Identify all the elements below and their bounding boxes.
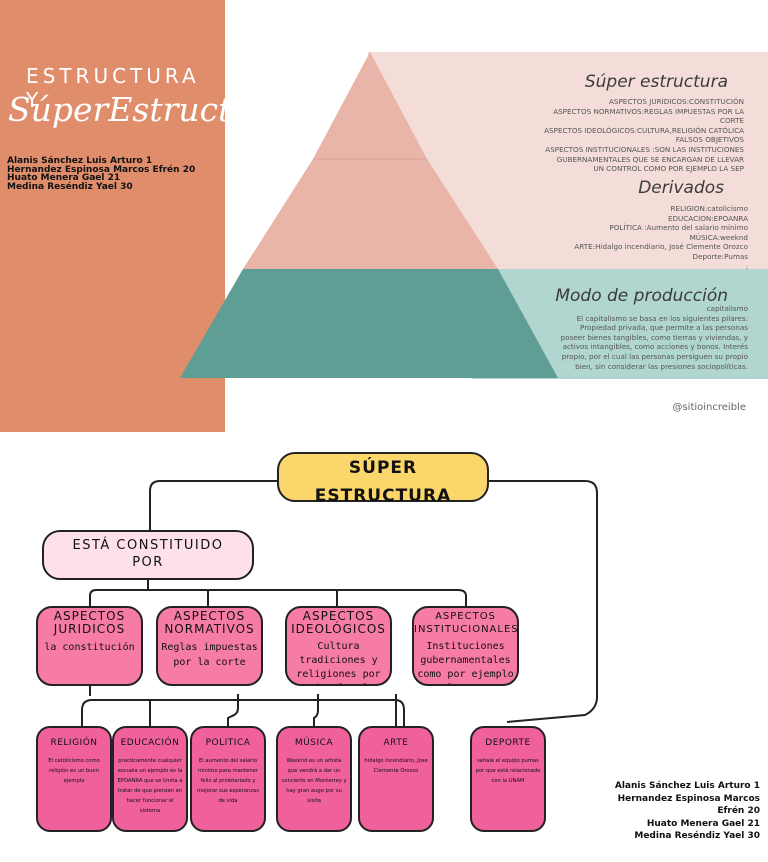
aspect-node-institucionales: ASPECTOS INSTITUCIONALES Instituciones g…: [412, 606, 519, 686]
aspect-title: ASPECTOS NORMATIVOS: [164, 609, 255, 636]
author-name: Medina Reséndiz Yael 30: [634, 831, 760, 841]
aspect-node-normativos: ASPECTOS NORMATIVOS Reglas impuestas por…: [156, 606, 263, 686]
constituted-by-node: ESTÁ CONSTITUIDO POR: [42, 530, 254, 580]
author-name: Alanis Sánchez Luis Arturo 1: [7, 156, 153, 166]
aspect-description: Cultura tradiciones y religiones por eje…: [296, 641, 381, 684]
leaf-title: EDUCACIÓN: [120, 738, 180, 748]
leaf-description: El aumento del salario minimo para mante…: [197, 758, 259, 804]
pyramid-tier-bottom: [180, 269, 558, 378]
label-line: POR: [132, 555, 164, 570]
leaf-title: ARTE: [383, 738, 409, 748]
author-name: Efrén 20: [717, 806, 760, 816]
leaf-node-religion: RELIGIÓN El catolicismo como religión es…: [36, 726, 112, 832]
leaf-title: RELIGIÓN: [50, 738, 98, 748]
section-title-superstructure: Súper estructura: [584, 72, 728, 92]
super-structure-label: SÚPER ESTRUCTURA: [314, 458, 452, 506]
section-text-derived: RELIGION:catolicismo EDUCACION:EPOANRA P…: [518, 204, 748, 271]
slide-title-line2: SúperEstructura: [8, 90, 289, 129]
text-line: propio, por el cual las personas persigu…: [561, 351, 748, 361]
leaf-node-educacion: EDUCACIÓN practicamente cualquier escuel…: [112, 726, 188, 832]
title-panel: ESTRUCTURA Y SúperEstructura Alanis Sánc…: [0, 0, 288, 432]
text-line: Deporte:Pumas: [692, 251, 748, 261]
author-name: Alanis Sánchez Luis Arturo 1: [614, 781, 760, 791]
text-line: poseer bienes tangibles, como tierras y …: [560, 332, 748, 342]
leaf-description: señale el equipo pumas por que está rela…: [475, 758, 541, 784]
leaf-node-deporte: DEPORTE señale el equipo pumas por que e…: [470, 726, 546, 832]
leaf-description: Weeknd es un artista que vendrá a dar un…: [281, 758, 347, 804]
connector-lines: [81, 480, 598, 726]
text-line: :: [745, 261, 748, 271]
text-line: El capitalismo se basa en los siguientes…: [576, 313, 748, 323]
leaf-node-politica: POLITICA El aumento del salario minimo p…: [190, 726, 266, 832]
leaf-title: MÚSICA: [294, 738, 334, 748]
text-line: MÚSICA:weeknd: [689, 232, 748, 242]
text-line: ASPECTOS IDEOLÓGICOS:CULTURA,RELIGIÓN CA…: [544, 125, 744, 135]
authors-list: Alanis Sánchez Luis Arturo 1 Hernandez E…: [7, 157, 222, 191]
text-line: GUBERNAMENTALES QUE SE ENCARGAN DE LLEVA…: [556, 154, 744, 164]
slide-top: ESTRUCTURA Y SúperEstructura Alanis Sánc…: [0, 0, 768, 432]
section-title-production: Modo de producción: [555, 286, 728, 306]
aspect-description: la constitución: [44, 642, 135, 653]
aspect-title: ASPECTOS IDEOLÓGICOS: [291, 609, 386, 636]
text-line: ASPECTOS INSTITUCIONALES :SON LAS INSTIT…: [545, 144, 744, 154]
section-band-superstructure: [368, 52, 768, 159]
author-name: Medina Reséndiz Yael 30: [7, 181, 133, 192]
text-line: POLÍTICA :Aumento del salario mínimo: [609, 223, 748, 233]
label-line: ESTÁ CONSTITUIDO: [72, 538, 224, 553]
text-line: bien, sin considerar las presiones socio…: [575, 361, 748, 371]
leaf-description: El catolicismo como religión es un buen …: [48, 758, 100, 784]
text-line: capitalismo: [706, 304, 748, 313]
author-name: Hernandez Espinosa Marcos: [617, 793, 760, 804]
leaf-title: POLITICA: [205, 738, 251, 748]
leaf-description: hidalgo incendiario, Jose Clemente Orozc…: [364, 758, 428, 774]
slide-title-line1: ESTRUCTURA Y: [26, 64, 200, 112]
authors-list-bottom: Alanis Sánchez Luis Arturo 1 Hernandez E…: [570, 780, 760, 843]
text-line: activos intangibles, como acciones y bon…: [562, 342, 748, 352]
author-name: Hernandez Espinosa Marcos Efrén 20: [7, 164, 196, 175]
social-handle: @sitioincreible: [672, 402, 746, 413]
author-name: Huato Menera Gael 21: [646, 818, 760, 829]
text-line: Propiedad privada, que permite a las per…: [580, 323, 748, 333]
leaf-node-arte: ARTE hidalgo incendiario, Jose Clemente …: [358, 726, 434, 832]
section-text-production: capitalismo El capitalismo se basa en lo…: [518, 304, 748, 371]
author-name: Huato Menera Gael 21: [7, 173, 121, 183]
text-line: ARTE:Hidalgo incendiario, José Clemente …: [574, 242, 748, 252]
text-line: ASPECTOS JURÍDICOS:CONSTITUCIÓN: [608, 97, 744, 106]
leaf-title: DEPORTE: [485, 738, 531, 748]
text-line: EDUCACION:EPOANRA: [667, 213, 748, 223]
super-structure-node: SÚPER ESTRUCTURA: [277, 452, 489, 506]
aspect-title: ASPECTOS INSTITUCIONALES: [414, 611, 519, 635]
constituted-by-label: ESTÁ CONSTITUIDO POR: [44, 532, 252, 571]
text-line: UN CONTROL COMO POR EJEMPLO LA SEP: [593, 164, 744, 174]
aspect-node-ideologicos: ASPECTOS IDEOLÓGICOS Cultura tradiciones…: [285, 606, 392, 686]
text-line: ASPECTOS NORMATIVOS:REGLAS IMPUESTAS POR…: [553, 106, 744, 116]
leaf-description: practicamente cualquier escuela un ejemp…: [117, 758, 183, 814]
text-line: FALSOS OBJETIVOS: [675, 135, 744, 145]
text-line: RELIGION:catolicismo: [670, 204, 748, 213]
pyramid-tier-middle: [243, 159, 498, 269]
section-text-superstructure: ASPECTOS JURÍDICOS:CONSTITUCIÓN ASPECTOS…: [514, 97, 744, 174]
aspect-description: Instituciones gubernamentales como por e…: [417, 641, 514, 684]
pyramid-graphic: [180, 52, 558, 378]
pyramid-tier-top: [313, 52, 427, 159]
text-line: CORTE: [719, 116, 744, 126]
leaf-node-musica: MÚSICA Weeknd es un artista que vendrá a…: [276, 726, 352, 832]
section-title-derived: Derivados: [638, 178, 724, 198]
aspect-title: ASPECTOS JURIDICOS: [53, 609, 126, 636]
aspect-node-juridicos: ASPECTOS JURIDICOS la constitución: [36, 606, 143, 686]
aspect-description: Reglas impuestas por la corte: [161, 642, 258, 668]
